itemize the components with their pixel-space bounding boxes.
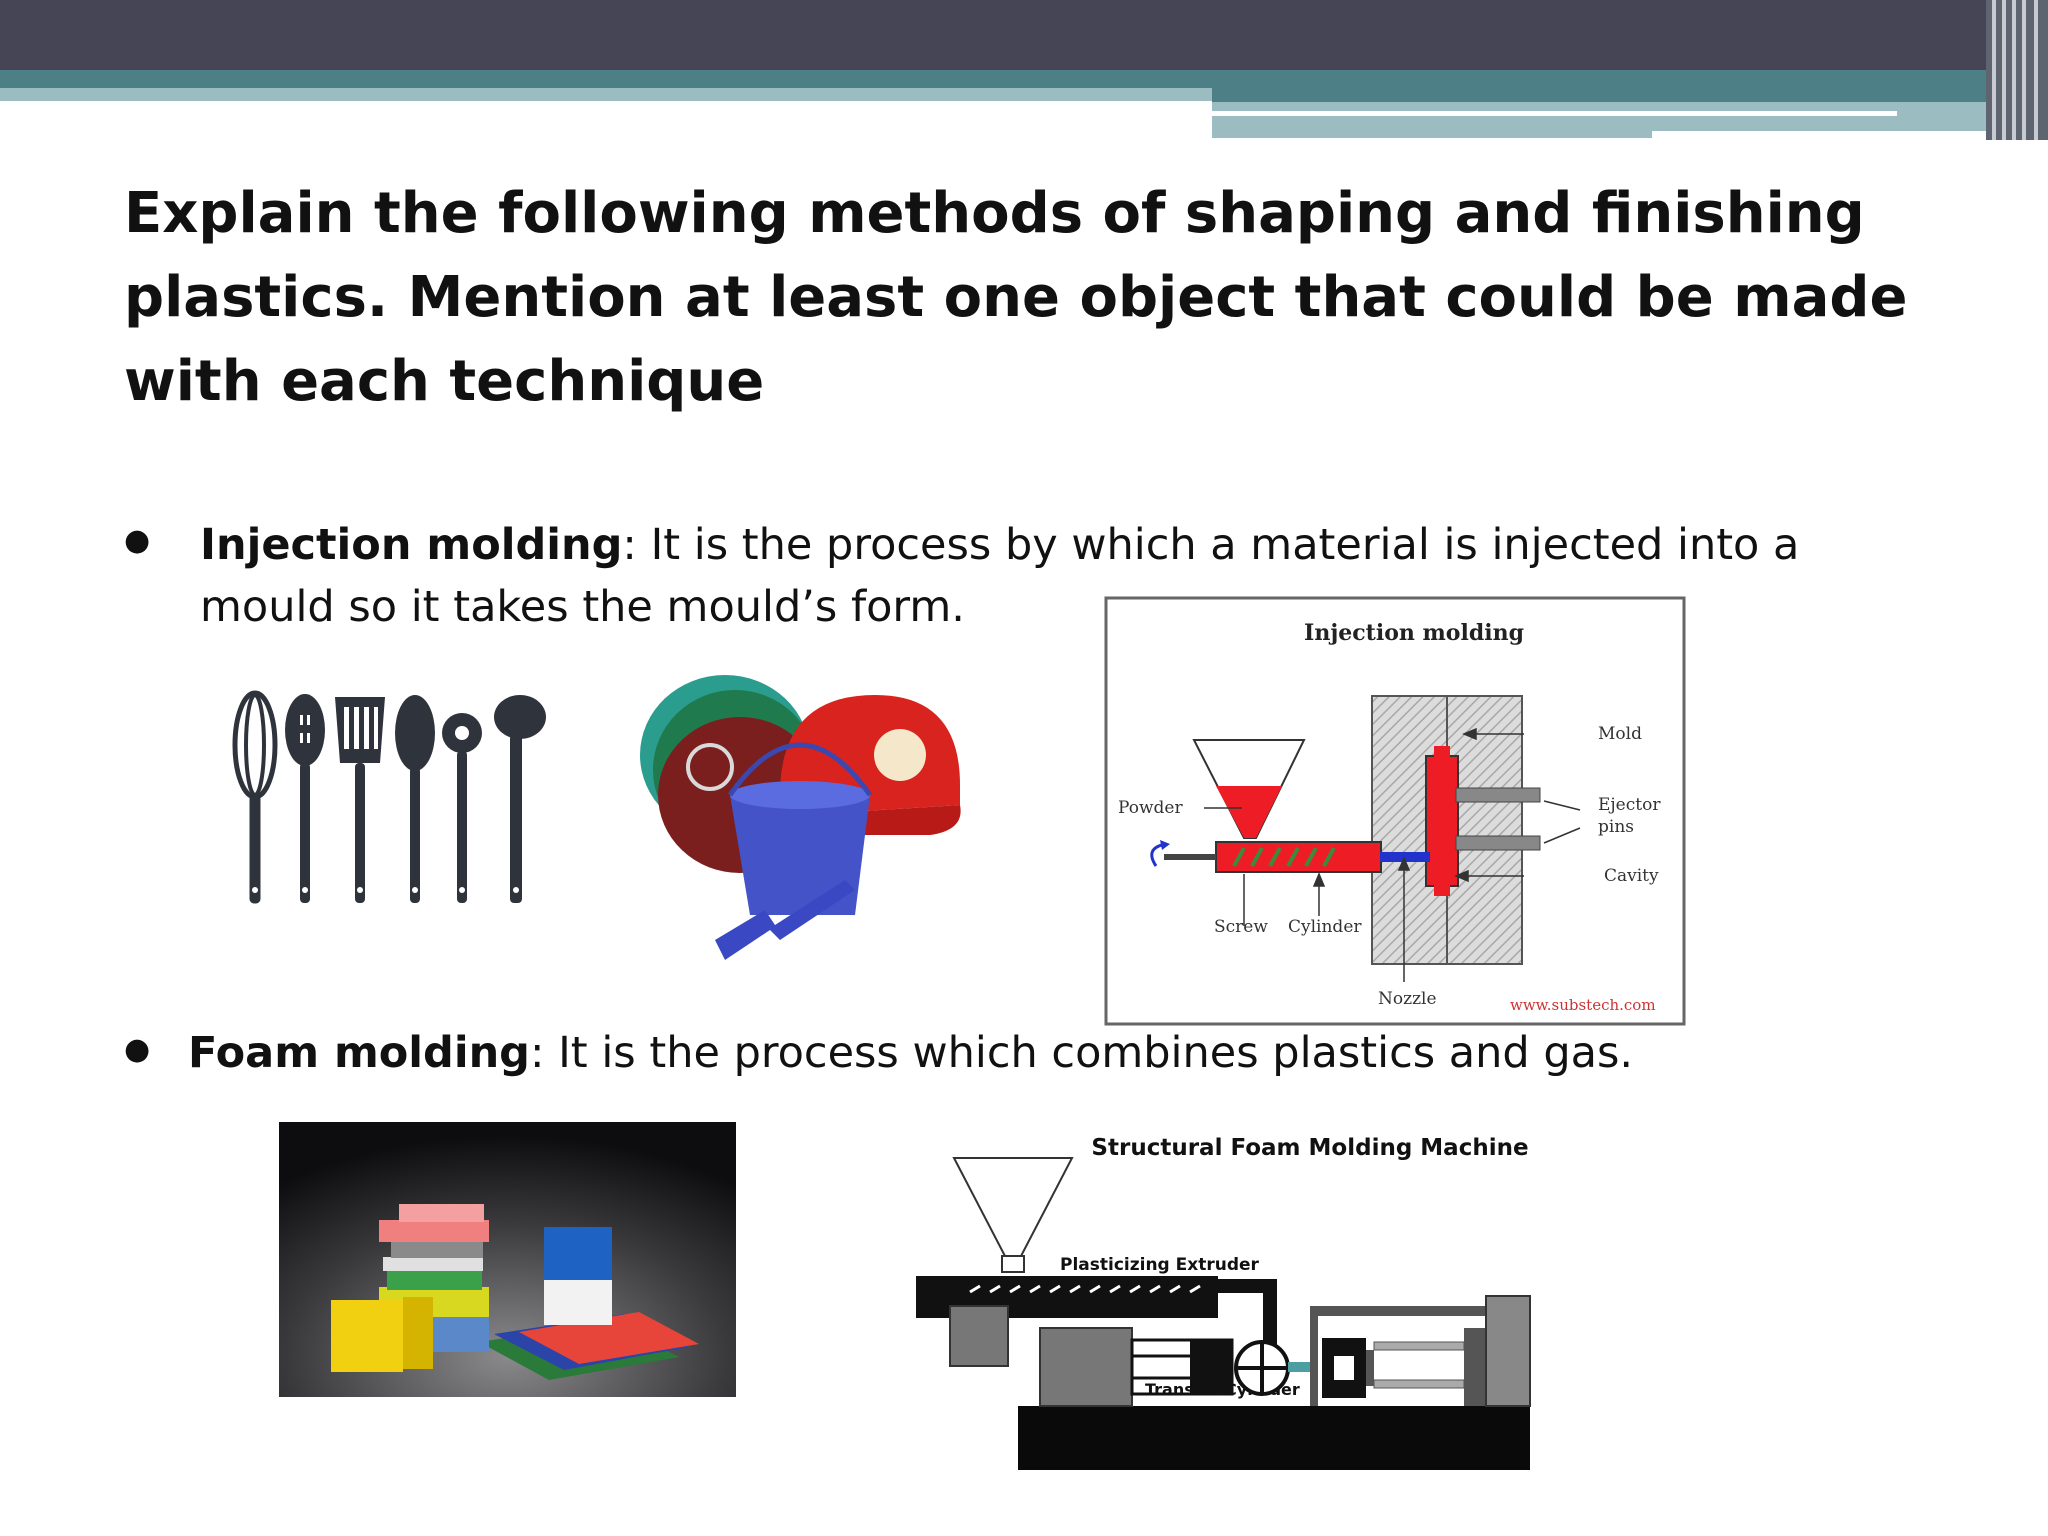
bullet-description: It is the process which combines plastic…	[558, 1028, 1634, 1078]
bullet-dot: ●	[124, 523, 151, 558]
kitchen-utensils-image	[232, 690, 546, 904]
foam-molding-machine-diagram: Structural Foam Molding Machine Plastici…	[916, 1135, 1531, 1470]
diagram-title: Injection molding	[1304, 620, 1524, 646]
header-teal-block-right	[1212, 88, 2012, 102]
label-cavity: Cavity	[1604, 866, 1659, 886]
label-powder: Powder	[1118, 798, 1183, 818]
bullet-term: Injection molding	[200, 520, 623, 570]
diagram-title: Structural Foam Molding Machine	[1091, 1135, 1528, 1161]
bullet-foam-molding: Foam molding: It is the process which co…	[188, 1022, 1928, 1084]
slide-title: Explain the following methods of shaping…	[124, 181, 1908, 414]
label-mold: Mold	[1598, 724, 1642, 744]
bullet-separator: :	[529, 1028, 559, 1078]
foam-blocks-image	[279, 1122, 736, 1397]
header-white-line	[1212, 111, 1897, 116]
bullet-term: Foam molding	[188, 1028, 530, 1078]
label-extruder: Plasticizing Extruder	[1060, 1255, 1260, 1275]
watermark-text: www.substech.com	[1510, 996, 1656, 1014]
header-dark-bar	[0, 0, 2048, 70]
label-nozzle: Nozzle	[1378, 989, 1437, 1009]
label-screw: Screw	[1214, 917, 1268, 937]
header-white-line	[1652, 131, 2012, 138]
plastic-toys-image	[640, 675, 961, 960]
header-teal-bar	[0, 70, 2048, 88]
label-cylinder: Cylinder	[1288, 917, 1362, 937]
injection-molding-diagram: Injection molding Mold Powder Ejector pi…	[1104, 596, 1686, 1026]
bullet-separator: :	[622, 520, 651, 570]
header-light-bar-left	[0, 88, 1212, 101]
header-stripes-decoration	[1986, 0, 2048, 140]
bullet-dot: ●	[124, 1032, 151, 1067]
bullet-injection-molding: Injection molding: It is the process by …	[200, 514, 1940, 638]
label-pins: pins	[1598, 817, 1634, 837]
bullet-description: It is the process by which a material is…	[200, 520, 1800, 632]
label-ejector: Ejector	[1598, 795, 1661, 815]
